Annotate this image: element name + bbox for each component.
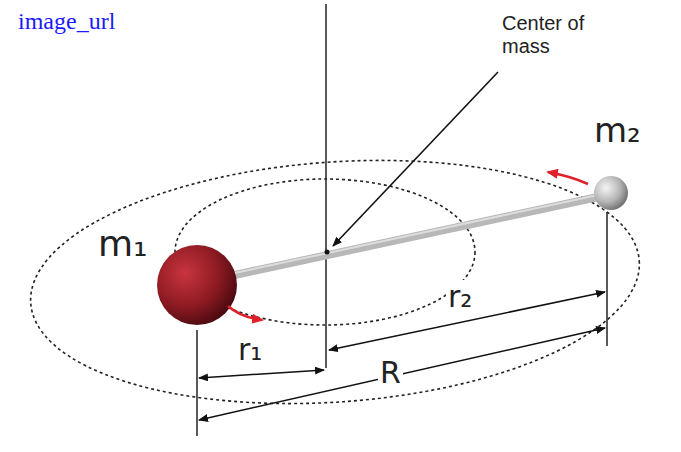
connecting-rod [230, 197, 598, 276]
center-of-mass-dot [325, 250, 330, 255]
extension-line [606, 212, 608, 346]
dimension-label: r₁ [236, 333, 264, 366]
mass-label: m₁ [96, 224, 150, 264]
dimension-label: R [378, 356, 403, 389]
motion-arrow [228, 306, 262, 320]
motion-arrow [548, 172, 588, 184]
watermark-text: image_url [16, 8, 117, 34]
mass-two-ball [594, 176, 628, 210]
extension-line [196, 330, 198, 436]
dimension-arrow [199, 328, 605, 420]
dimension-label: r₂ [446, 280, 474, 313]
dimension-arrow [199, 370, 324, 378]
rod-highlight [230, 195, 598, 274]
outer-orbit [22, 141, 647, 423]
callout-label: Center of mass [500, 12, 624, 58]
mass-one-ball [157, 245, 237, 325]
mass-label: m₂ [592, 112, 643, 149]
leader-line [333, 72, 498, 246]
rotation-axis [325, 4, 327, 368]
